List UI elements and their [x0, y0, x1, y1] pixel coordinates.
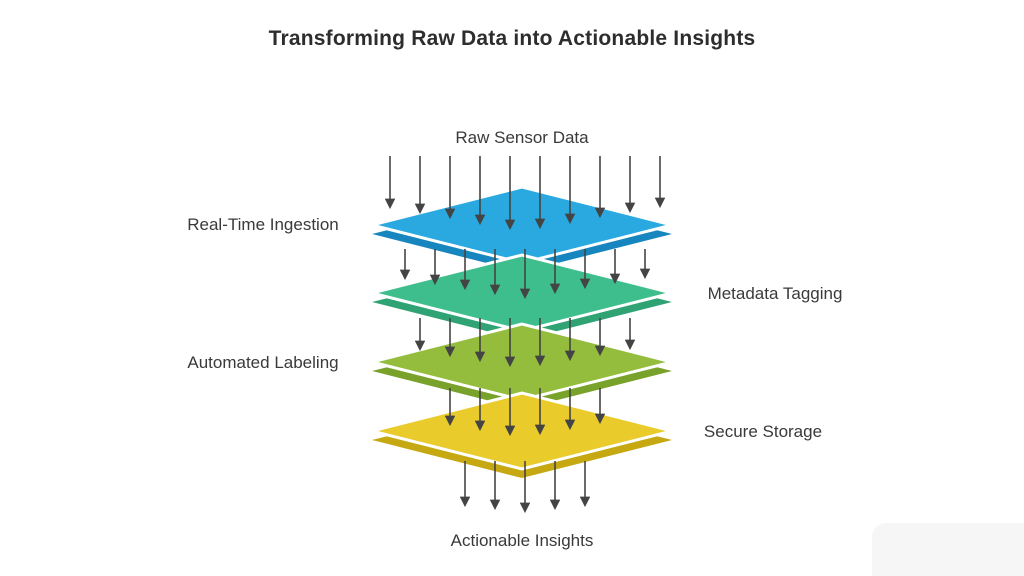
layer-face: [371, 322, 673, 402]
layer-shape-secure-storage: [371, 391, 673, 478]
layer-label-real-time-ingestion: Real-Time Ingestion: [187, 215, 339, 234]
arrows-layer3-to-layer4: [444, 388, 606, 437]
input-label: Raw Sensor Data: [455, 128, 589, 147]
arrows-input-to-layer1: [384, 156, 666, 231]
layer-face: [371, 185, 673, 265]
layer-label-secure-storage: Secure Storage: [703, 422, 823, 441]
arrows-layer4-to-output: [459, 461, 591, 514]
layer-label-automated-labeling: Automated Labeling: [187, 353, 339, 372]
layer-label-metadata-tagging: Metadata Tagging: [707, 284, 843, 303]
layer-face: [371, 253, 673, 333]
arrows-layer2-to-layer3: [414, 318, 636, 368]
layer-face: [371, 391, 673, 471]
watermark-panel: [872, 523, 1024, 576]
arrows-layer1-to-layer2: [399, 249, 651, 300]
output-label: Actionable Insights: [450, 531, 594, 550]
page-title: Transforming Raw Data into Actionable In…: [268, 27, 756, 50]
